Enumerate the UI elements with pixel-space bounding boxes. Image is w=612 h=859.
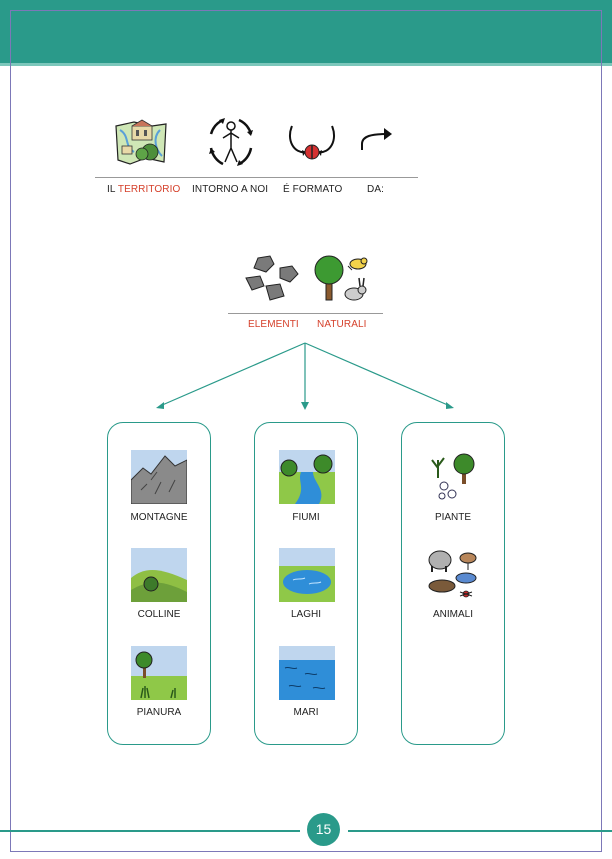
footer-line-left [0, 830, 300, 832]
from-arrow-icon [361, 128, 392, 150]
stones-icon [245, 255, 299, 301]
around-us-icon [209, 118, 253, 166]
sentence-line [95, 177, 418, 178]
label-animali: ANIMALI [432, 609, 473, 620]
page-number: 15 [307, 813, 340, 846]
animals-icon [428, 550, 477, 598]
plants-icon [431, 453, 475, 500]
plain-icon [131, 646, 187, 700]
lakes-icon [279, 548, 335, 602]
label-fiumi: FIUMI [292, 512, 320, 523]
rivers-icon [279, 450, 335, 504]
label-formato: É FORMATO [283, 184, 343, 195]
arrow-middle-head [301, 402, 309, 410]
label-naturali: NATURALI [317, 319, 367, 330]
label-mari: MARI [293, 707, 319, 718]
territory-map-icon [115, 119, 167, 165]
footer-line-right [348, 830, 612, 832]
label-colline: COLLINE [137, 609, 181, 620]
label-da: DA: [367, 184, 384, 195]
tree-bird-rabbit-icon [314, 255, 368, 301]
arrow-left-head [156, 402, 164, 409]
mountains-icon [131, 450, 187, 504]
word-territorio: TERRITORIO [117, 184, 181, 195]
arrow-right-head [446, 402, 454, 409]
branch-arrows [156, 342, 454, 410]
hills-icon [131, 548, 187, 602]
formed-icon [288, 125, 336, 160]
label-pianura: PIANURA [136, 707, 182, 718]
header-line [0, 63, 612, 66]
label-il-territorio: IL TERRITORIO [107, 184, 180, 195]
label-piante: PIANTE [434, 512, 472, 523]
label-intorno: INTORNO A NOI [192, 184, 269, 195]
seas-icon [279, 646, 335, 700]
page-frame [10, 10, 602, 852]
label-laghi: LAGHI [290, 609, 321, 620]
label-montagne: MONTAGNE [130, 512, 188, 523]
label-elementi: ELEMENTI [248, 319, 299, 330]
elementi-line [228, 313, 383, 314]
word-il: IL [107, 184, 116, 195]
